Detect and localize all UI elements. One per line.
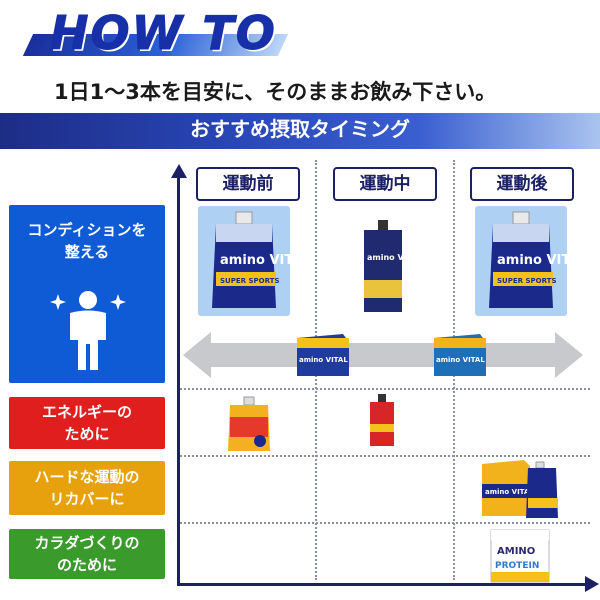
double-arrow-icon [183,332,583,378]
category-body-building: カラダづくりの のために [9,529,165,579]
page-title: HOW TO [50,6,277,61]
product-brand-text: amino VITAL [436,356,485,364]
product-box-after: amino VITAL [434,334,486,376]
person-sparkle-icon [50,291,126,370]
product-energy-gel [370,394,394,446]
category-label: カラダづくりの のために [34,534,140,574]
vertical-axis [177,174,180,586]
product-box-before: amino VITAL [297,334,349,376]
timing-banner [0,113,600,149]
category-recovery: ハードな運動の リカバーに [9,461,165,515]
product-sub-text: SUPER SPORTS [497,277,556,285]
category-label: ハードな運動の リカバーに [34,468,140,508]
timing-header-after: 運動後 [470,167,574,201]
product-brand-text: amino VITAL [367,253,423,262]
product-brand-text: amino VITAL [485,488,534,496]
product-recovery-set: amino VITAL [482,460,558,518]
product-energy-jelly [228,396,270,451]
axis-arrow-right-icon [585,576,599,592]
product-protein-bag: AMINO PROTEIN [490,529,550,583]
timing-header-during: 運動中 [333,167,437,201]
grid-line-horizontal [180,522,590,524]
horizontal-axis [177,583,587,586]
category-label: コンディションを 整える [27,221,147,261]
product-brand-text: amino VITAL [220,253,311,268]
product-name-text: PROTEIN [495,561,539,571]
product-brand-text: amino VITAL [497,253,588,268]
product-gel-navy-during: amino VITAL [364,220,423,312]
timing-banner-title: おすすめ摂取タイミング [190,117,410,141]
axis-arrow-up-icon [171,164,187,178]
product-jelly-pouch-before: amino VITAL SUPER SPORTS [212,211,311,308]
timing-header-before: 運動前 [196,167,300,201]
product-brand-text: amino VITAL [299,356,348,364]
usage-instruction: 1日1〜3本を目安に、そのままお飲み下さい。 [54,80,497,104]
category-label: エネルギーの ために [41,403,132,443]
product-jelly-pouch-after: amino VITAL SUPER SPORTS [489,211,588,308]
grid-line-horizontal [180,388,590,390]
product-brand-text: AMINO [497,546,535,557]
grid-line-horizontal [180,455,590,457]
product-sub-text: SUPER SPORTS [220,277,279,285]
category-energy: エネルギーの ために [9,397,165,449]
